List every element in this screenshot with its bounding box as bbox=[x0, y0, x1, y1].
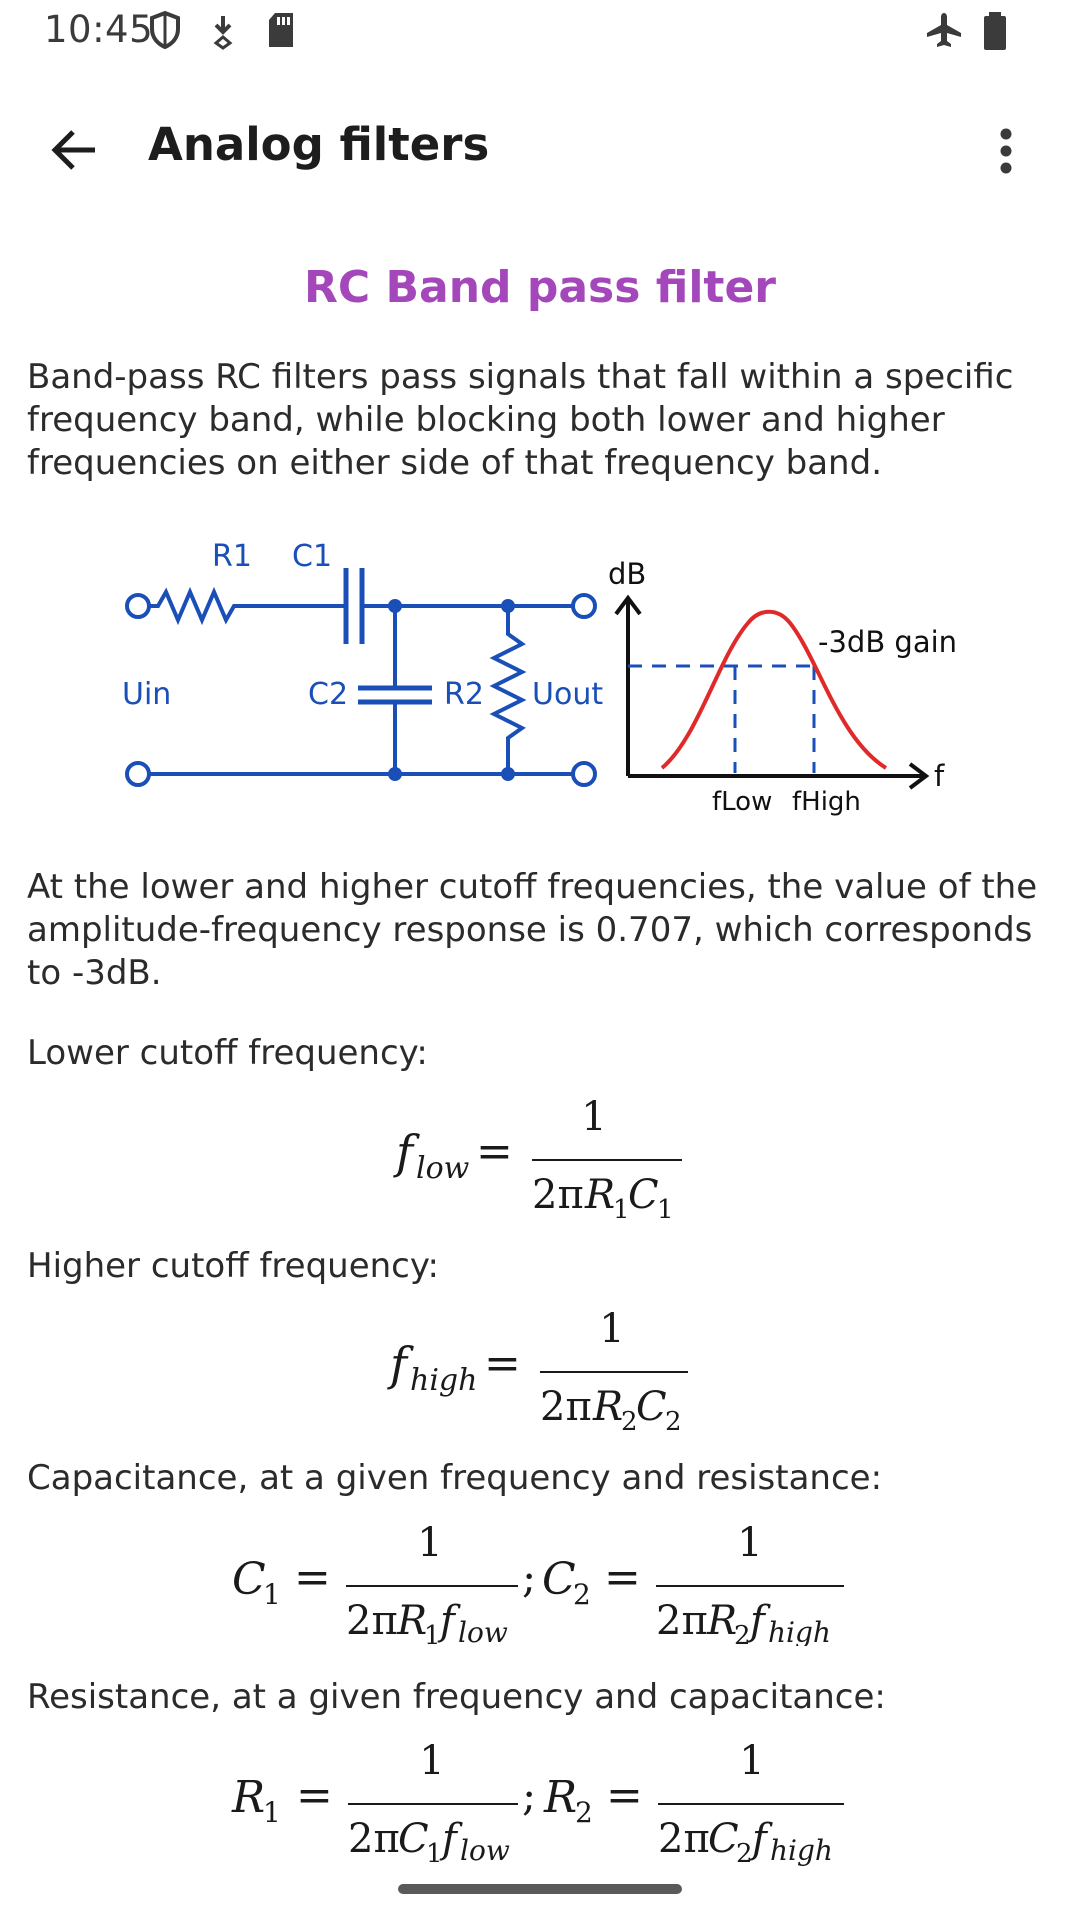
gesture-nav-handle[interactable] bbox=[398, 1884, 682, 1894]
output-terminal-top bbox=[571, 593, 597, 619]
svg-text:2: 2 bbox=[734, 1621, 751, 1646]
svg-text:R: R bbox=[543, 1772, 577, 1823]
svg-text:1: 1 bbox=[424, 1621, 441, 1646]
output-terminal-bottom bbox=[571, 761, 597, 787]
svg-text:2π: 2π bbox=[532, 1172, 584, 1218]
svg-text:low: low bbox=[416, 1151, 470, 1186]
formula-f-high: f high = 1 2π R 2 C 2 bbox=[387, 1306, 688, 1432]
svg-text:;: ; bbox=[522, 1771, 536, 1820]
download-icon bbox=[213, 16, 233, 50]
svg-text:R: R bbox=[706, 1598, 737, 1644]
svg-text:high: high bbox=[770, 1834, 833, 1866]
svg-text:1: 1 bbox=[657, 1195, 674, 1220]
label-f-high: fHigh bbox=[792, 787, 861, 817]
label-f-low: fLow bbox=[712, 787, 772, 817]
airplane-mode-icon bbox=[927, 13, 961, 47]
resistor-r1 bbox=[149, 586, 344, 626]
svg-text:=: = bbox=[476, 1126, 513, 1177]
label-gain: -3dB gain bbox=[818, 625, 957, 659]
svg-text:=: = bbox=[484, 1338, 521, 1389]
svg-text:low: low bbox=[458, 1616, 508, 1646]
svg-text:1: 1 bbox=[599, 1306, 624, 1352]
svg-text:2: 2 bbox=[736, 1839, 753, 1866]
intro-paragraph: Band-pass RC filters pass signals that f… bbox=[27, 357, 1014, 483]
svg-text:high: high bbox=[768, 1616, 831, 1646]
svg-text:R: R bbox=[396, 1598, 427, 1644]
formula-resistance: R 1 = 1 2π C 1 f low ; R 2 = 1 2π C 2 f … bbox=[231, 1738, 844, 1866]
svg-text:1: 1 bbox=[739, 1738, 764, 1784]
more-options-button[interactable] bbox=[976, 116, 1036, 186]
battery-icon bbox=[984, 12, 1006, 50]
svg-text:2: 2 bbox=[575, 1796, 593, 1829]
svg-text:C: C bbox=[708, 1816, 739, 1862]
shield-icon bbox=[150, 10, 180, 50]
frequency-response-curve bbox=[660, 609, 888, 770]
svg-text:C: C bbox=[398, 1816, 429, 1862]
label-r2: R2 bbox=[444, 677, 484, 712]
app-bar: Analog filters bbox=[0, 100, 1080, 196]
input-terminal-top bbox=[125, 593, 151, 619]
svg-text:1: 1 bbox=[263, 1796, 281, 1829]
svg-text:2π: 2π bbox=[540, 1384, 592, 1430]
more-vert-icon bbox=[1000, 128, 1012, 174]
sd-card-icon bbox=[269, 13, 293, 47]
svg-text:2: 2 bbox=[665, 1407, 682, 1432]
svg-text:1: 1 bbox=[426, 1839, 443, 1866]
formula-capacitance: C 1 = 1 2π R 1 f low ; C 2 = 1 2π R 2 f … bbox=[232, 1520, 844, 1646]
svg-text:low: low bbox=[460, 1834, 510, 1866]
svg-text:R: R bbox=[231, 1772, 265, 1823]
label-c1: C1 bbox=[292, 539, 332, 574]
capacitance-label: Capacitance, at a given frequency and re… bbox=[27, 1458, 883, 1498]
svg-text:2π: 2π bbox=[348, 1816, 400, 1862]
formula-f-low: f low = 1 2π R 1 C 1 bbox=[393, 1094, 682, 1220]
svg-text:=: = bbox=[296, 1770, 333, 1821]
lower-cutoff-label: Lower cutoff frequency: bbox=[27, 1033, 428, 1073]
svg-text:2: 2 bbox=[573, 1578, 591, 1611]
svg-text:C: C bbox=[542, 1554, 576, 1605]
label-uout: Uout bbox=[532, 677, 603, 712]
input-terminal-bottom bbox=[125, 761, 151, 787]
svg-text:C: C bbox=[636, 1384, 667, 1430]
svg-text:=: = bbox=[604, 1552, 641, 1603]
svg-text:=: = bbox=[294, 1552, 331, 1603]
svg-text:R: R bbox=[592, 1384, 623, 1430]
svg-text:1: 1 bbox=[263, 1578, 281, 1611]
label-db: dB bbox=[608, 557, 646, 591]
app-title: Analog filters bbox=[148, 118, 490, 171]
svg-text:R: R bbox=[584, 1172, 615, 1218]
label-r1: R1 bbox=[212, 539, 252, 574]
svg-text:1: 1 bbox=[737, 1520, 762, 1566]
svg-text:1: 1 bbox=[613, 1195, 630, 1220]
svg-text:2π: 2π bbox=[346, 1598, 398, 1644]
cutoff-paragraph: At the lower and higher cutoff frequenci… bbox=[27, 867, 1038, 993]
label-c2: C2 bbox=[308, 677, 348, 712]
svg-text:C: C bbox=[232, 1554, 266, 1605]
svg-text:1: 1 bbox=[419, 1738, 444, 1784]
svg-text:=: = bbox=[606, 1770, 643, 1821]
svg-text:2π: 2π bbox=[658, 1816, 710, 1862]
resistance-label: Resistance, at a given frequency and cap… bbox=[27, 1677, 886, 1717]
svg-text:1: 1 bbox=[417, 1520, 442, 1566]
status-bar: 10:45 bbox=[0, 0, 1080, 62]
svg-text:C: C bbox=[628, 1172, 659, 1218]
status-time: 10:45 bbox=[44, 8, 154, 51]
label-uin: Uin bbox=[122, 677, 171, 712]
svg-text:2π: 2π bbox=[656, 1598, 708, 1644]
capacitor-c2 bbox=[358, 685, 432, 705]
band-pass-filter-diagram: R1 C1 Uin C2 R2 Uout dB -3dB gain f fLow… bbox=[122, 539, 957, 817]
higher-cutoff-label: Higher cutoff frequency: bbox=[27, 1246, 439, 1286]
svg-text:high: high bbox=[410, 1363, 477, 1398]
capacitor-c1 bbox=[343, 568, 365, 644]
svg-text:;: ; bbox=[522, 1553, 536, 1602]
article-heading: RC Band pass filter bbox=[303, 262, 776, 313]
back-button[interactable] bbox=[40, 118, 110, 182]
svg-text:1: 1 bbox=[581, 1094, 606, 1140]
arrow-back-icon bbox=[51, 130, 95, 170]
svg-text:2: 2 bbox=[621, 1407, 638, 1432]
resistor-r2 bbox=[489, 606, 527, 774]
label-f-axis: f bbox=[934, 759, 945, 793]
